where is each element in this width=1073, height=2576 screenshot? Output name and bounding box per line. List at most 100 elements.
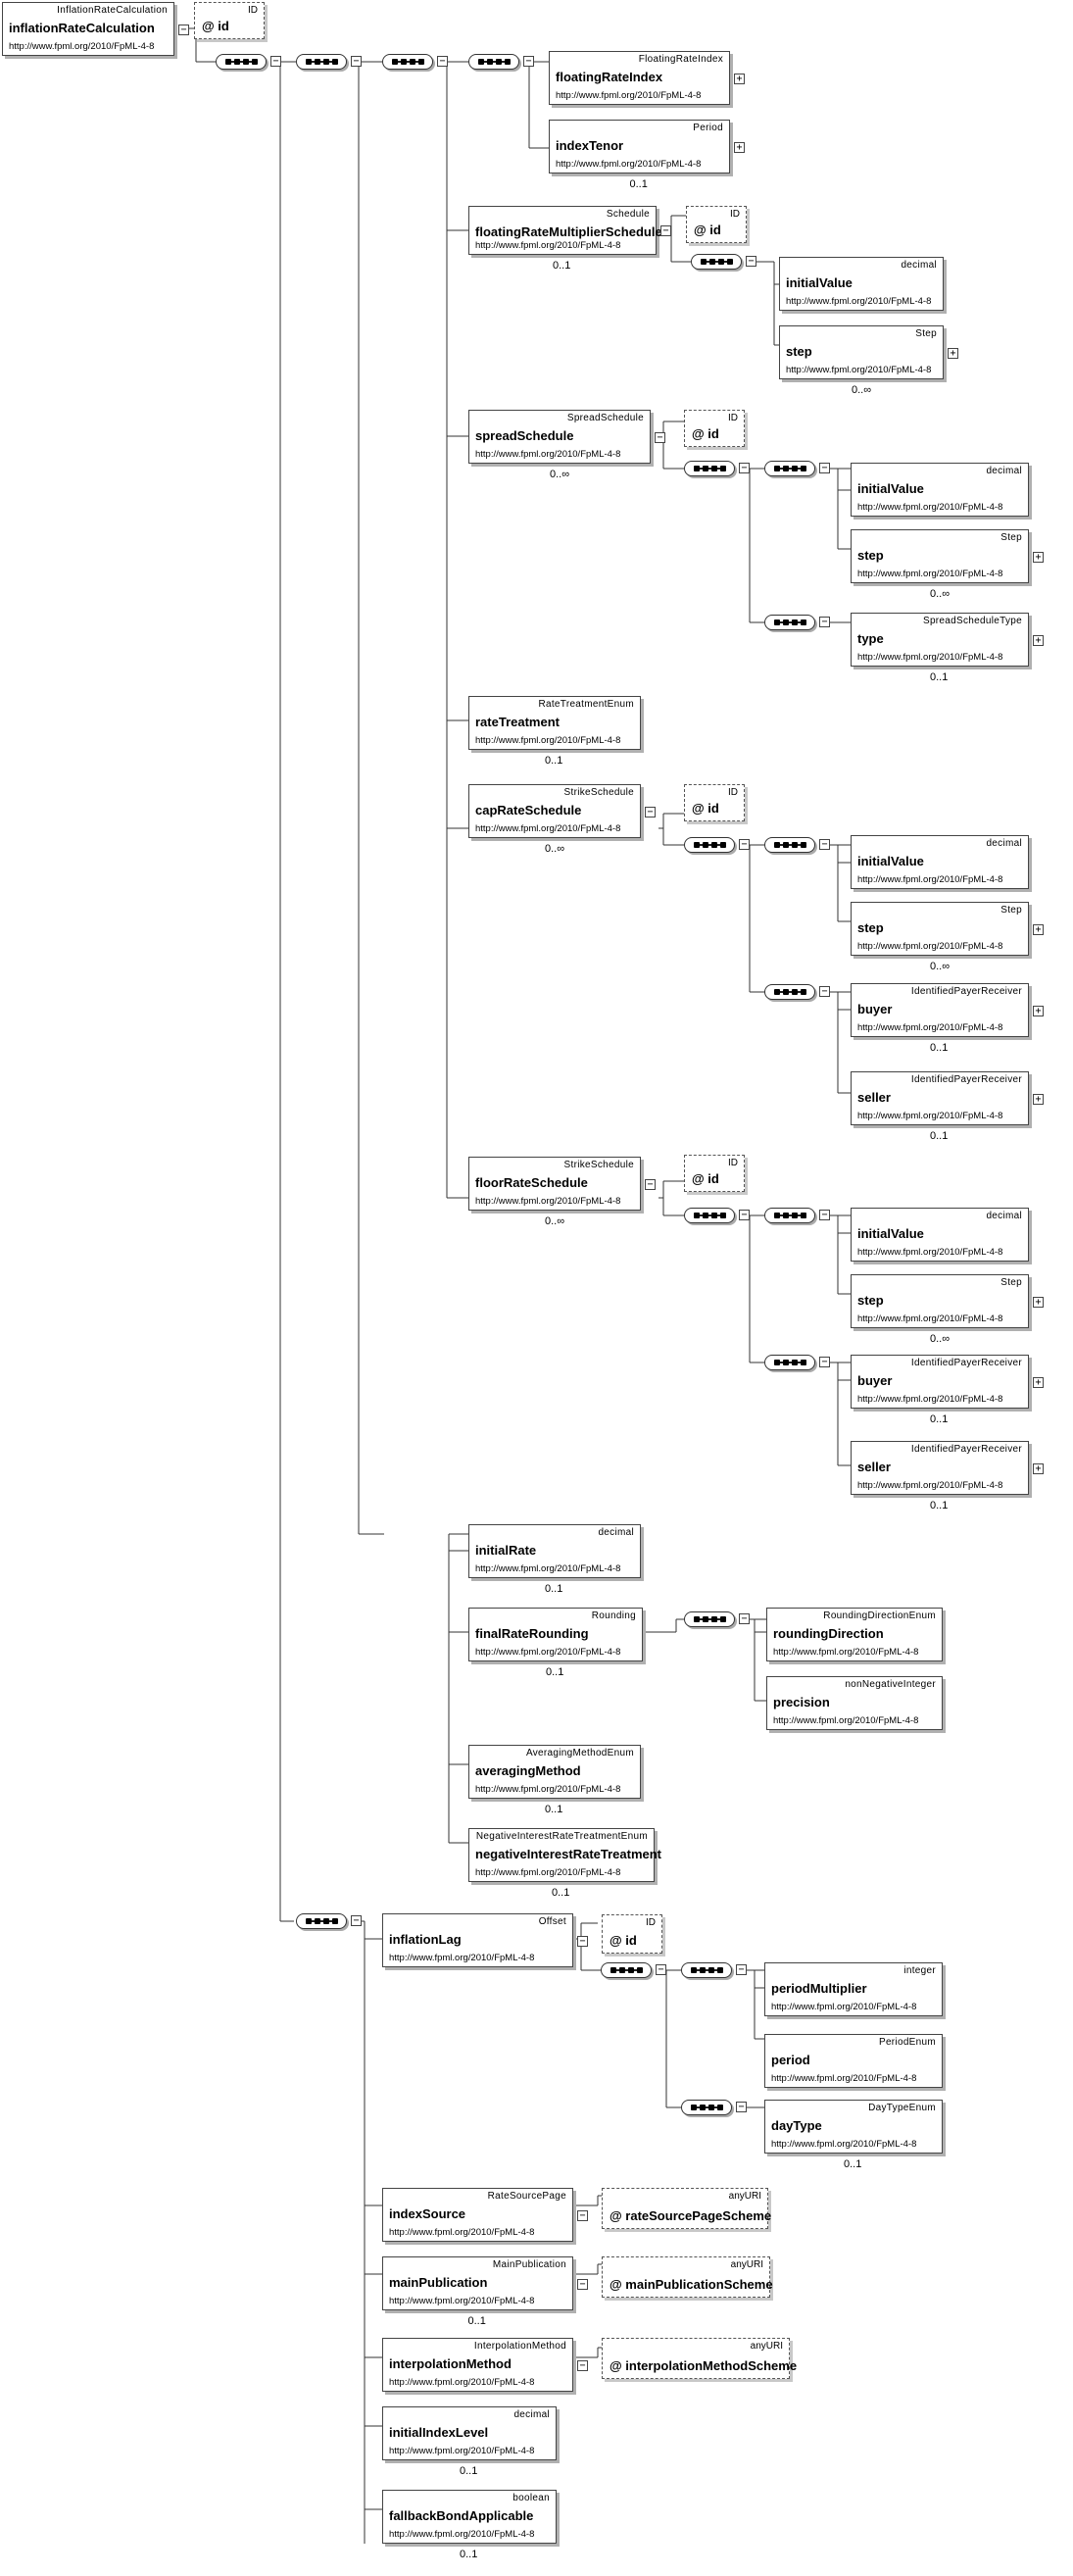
collapse-icon[interactable]: − <box>577 2359 588 2371</box>
collapse-icon[interactable]: − <box>739 839 750 850</box>
attribute-box[interactable]: ID@ id <box>194 2 265 39</box>
collapse-icon[interactable]: − <box>736 2102 747 2112</box>
sequence-compositor-icon[interactable] <box>684 1611 735 1627</box>
collapse-icon[interactable]: − <box>736 1964 747 1975</box>
attribute-box[interactable]: ID@ id <box>602 1914 662 1954</box>
sequence-compositor-icon[interactable] <box>764 1355 815 1370</box>
collapse-icon[interactable]: − <box>819 1210 830 1220</box>
collapse-icon[interactable]: − <box>739 463 750 473</box>
collapse-icon[interactable]: − <box>270 56 281 67</box>
collapse-icon[interactable]: − <box>739 1613 750 1624</box>
sequence-compositor-icon[interactable] <box>681 1962 732 1978</box>
sequence-compositor-icon[interactable] <box>681 2100 732 2115</box>
sequence-compositor-icon[interactable] <box>764 984 815 1000</box>
collapse-icon[interactable]: − <box>746 256 756 267</box>
collapse-icon[interactable]: − <box>437 56 448 67</box>
sequence-compositor-icon[interactable] <box>296 54 347 70</box>
attribute-box[interactable]: anyURI@ interpolationMethodScheme <box>602 2338 797 2379</box>
sequence-compositor-icon[interactable] <box>296 1913 347 1929</box>
collapse-icon[interactable]: − <box>645 1178 656 1190</box>
collapse-icon[interactable]: − <box>656 1964 666 1975</box>
attribute-box[interactable]: ID@ id <box>684 1155 745 1192</box>
sequence-compositor-icon[interactable] <box>684 837 735 853</box>
attribute-box[interactable]: anyURI@ mainPublicationScheme <box>602 2256 773 2298</box>
sequence-compositor-icon[interactable] <box>691 254 742 270</box>
collapse-icon[interactable]: − <box>351 56 362 67</box>
collapse-icon[interactable]: − <box>523 56 534 67</box>
attribute-box[interactable]: ID@ id <box>684 410 745 447</box>
collapse-icon[interactable]: − <box>819 617 830 627</box>
collapse-icon[interactable]: − <box>819 986 830 997</box>
expand-icon[interactable]: + <box>1033 923 1044 935</box>
expand-icon[interactable]: + <box>948 347 958 359</box>
attribute-box[interactable]: anyURI@ rateSourcePageScheme <box>602 2188 771 2229</box>
sequence-compositor-icon[interactable] <box>468 54 519 70</box>
sequence-compositor-icon[interactable] <box>764 461 815 476</box>
expand-icon[interactable]: + <box>1033 1462 1044 1474</box>
collapse-icon[interactable]: − <box>739 1210 750 1220</box>
collapse-icon[interactable]: − <box>655 431 665 443</box>
sequence-compositor-icon[interactable] <box>684 461 735 476</box>
sequence-compositor-icon[interactable] <box>684 1208 735 1223</box>
sequence-compositor-icon[interactable] <box>764 615 815 630</box>
collapse-icon[interactable]: − <box>819 463 830 473</box>
attribute-box[interactable]: ID@ id <box>686 206 747 243</box>
collapse-icon[interactable]: − <box>819 1357 830 1367</box>
collapse-icon[interactable]: − <box>577 2209 588 2221</box>
expand-icon[interactable]: + <box>1033 1296 1044 1308</box>
expand-icon[interactable]: + <box>734 141 745 153</box>
expand-icon[interactable]: + <box>1033 634 1044 646</box>
collapse-icon[interactable]: − <box>178 24 189 35</box>
expand-icon[interactable]: + <box>734 73 745 84</box>
collapse-icon[interactable]: − <box>577 2278 588 2290</box>
collapse-icon[interactable]: − <box>351 1915 362 1926</box>
collapse-icon[interactable]: − <box>577 1935 588 1947</box>
sequence-compositor-icon[interactable] <box>382 54 433 70</box>
collapse-icon[interactable]: − <box>645 806 656 817</box>
sequence-compositor-icon[interactable] <box>216 54 267 70</box>
expand-icon[interactable]: + <box>1033 1093 1044 1105</box>
expand-icon[interactable]: + <box>1033 1005 1044 1016</box>
sequence-compositor-icon[interactable] <box>764 837 815 853</box>
sequence-compositor-icon[interactable] <box>764 1208 815 1223</box>
sequence-compositor-icon[interactable] <box>601 1962 652 1978</box>
collapse-icon[interactable]: − <box>819 839 830 850</box>
expand-icon[interactable]: + <box>1033 1376 1044 1388</box>
expand-icon[interactable]: + <box>1033 551 1044 563</box>
